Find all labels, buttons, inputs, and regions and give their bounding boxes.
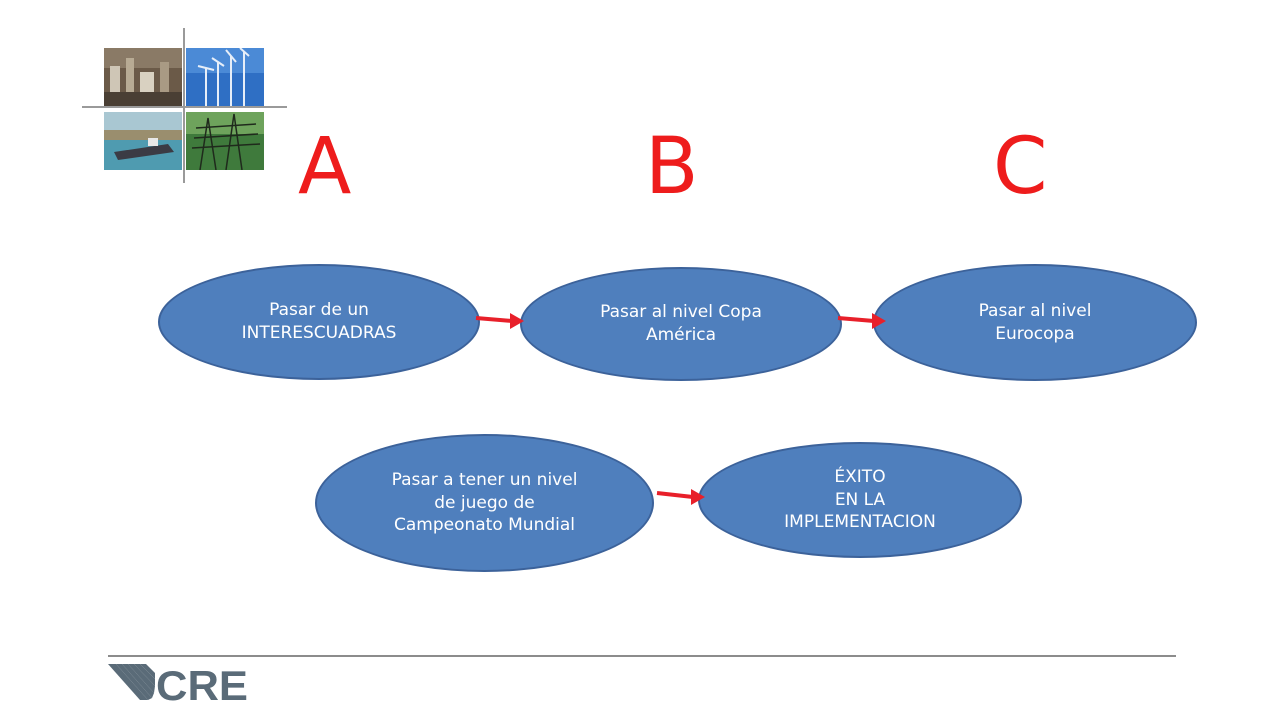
node-eurocopa: Pasar al nivel Eurocopa [873, 264, 1197, 381]
node-exito: ÉXITO EN LA IMPLEMENTACION [698, 442, 1022, 558]
cre-logo: CRE [108, 662, 253, 709]
power-lines-photo [186, 112, 264, 170]
header-photo-collage [82, 28, 287, 183]
node-campeonato-mundial: Pasar a tener un nivel de juego de Campe… [315, 434, 654, 572]
arrow-2-to-3 [837, 313, 886, 329]
letter-c: C [993, 122, 1048, 212]
cre-logo-mark: CRE [108, 662, 248, 709]
arrow-1-to-2 [475, 313, 524, 329]
refinery-photo [104, 48, 182, 108]
footer-divider [108, 655, 1176, 657]
letter-a: A [298, 122, 352, 212]
node-interescuadras: Pasar de un INTERESCUADRAS [158, 264, 480, 380]
collage-divider-horizontal [82, 106, 287, 108]
arrow-4-to-5 [656, 489, 705, 505]
collage-divider-vertical [183, 28, 185, 183]
letter-b: B [645, 122, 699, 212]
wind-turbines-photo [186, 48, 264, 108]
node-copa-america: Pasar al nivel Copa América [520, 267, 842, 381]
cre-logo-text: CRE [156, 662, 248, 704]
tanker-ship-photo [104, 112, 182, 170]
